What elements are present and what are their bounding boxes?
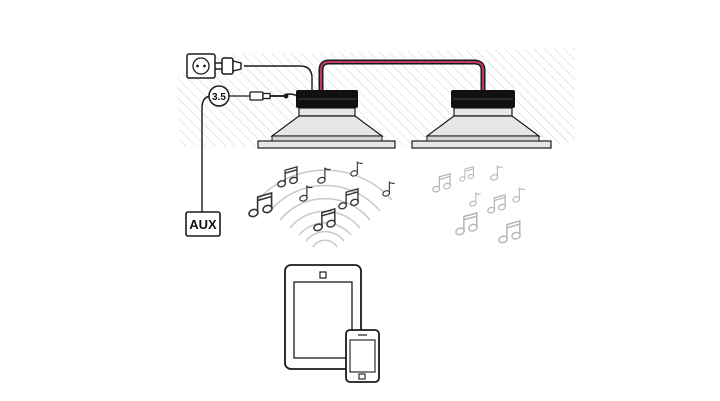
- tablet-icon: [284, 264, 362, 370]
- speaker-link-cable: [318, 59, 486, 90]
- music-note-icon: [455, 212, 479, 236]
- music-note-icon: [490, 165, 504, 181]
- music-note-icon: [350, 161, 364, 177]
- aux-input-box: AUX: [185, 211, 221, 237]
- ceiling-speaker-left: [257, 90, 396, 149]
- jack-size-badge: 3.5: [208, 85, 230, 107]
- music-note-icon: [277, 166, 299, 188]
- music-notes-active: [248, 161, 396, 232]
- aux-label: AUX: [189, 217, 217, 232]
- music-note-icon: [432, 173, 452, 193]
- power-socket-icon: [186, 53, 216, 79]
- audio-jack-icon: [229, 91, 289, 101]
- music-note-icon: [498, 220, 522, 244]
- smartphone-icon: [345, 329, 380, 383]
- power-plug-icon: [215, 57, 242, 75]
- music-note-icon: [248, 192, 274, 218]
- music-note-icon: [512, 187, 526, 203]
- music-note-icon: [487, 194, 507, 214]
- power-cable: [244, 65, 313, 92]
- ceiling-speaker-right: [411, 90, 552, 149]
- jack-label: 3.5: [212, 92, 226, 103]
- music-note-icon: [338, 188, 360, 210]
- music-notes-faded: [432, 165, 526, 244]
- music-note-icon: [469, 192, 482, 207]
- music-note-icon: [459, 166, 475, 182]
- music-note-icon: [382, 181, 396, 197]
